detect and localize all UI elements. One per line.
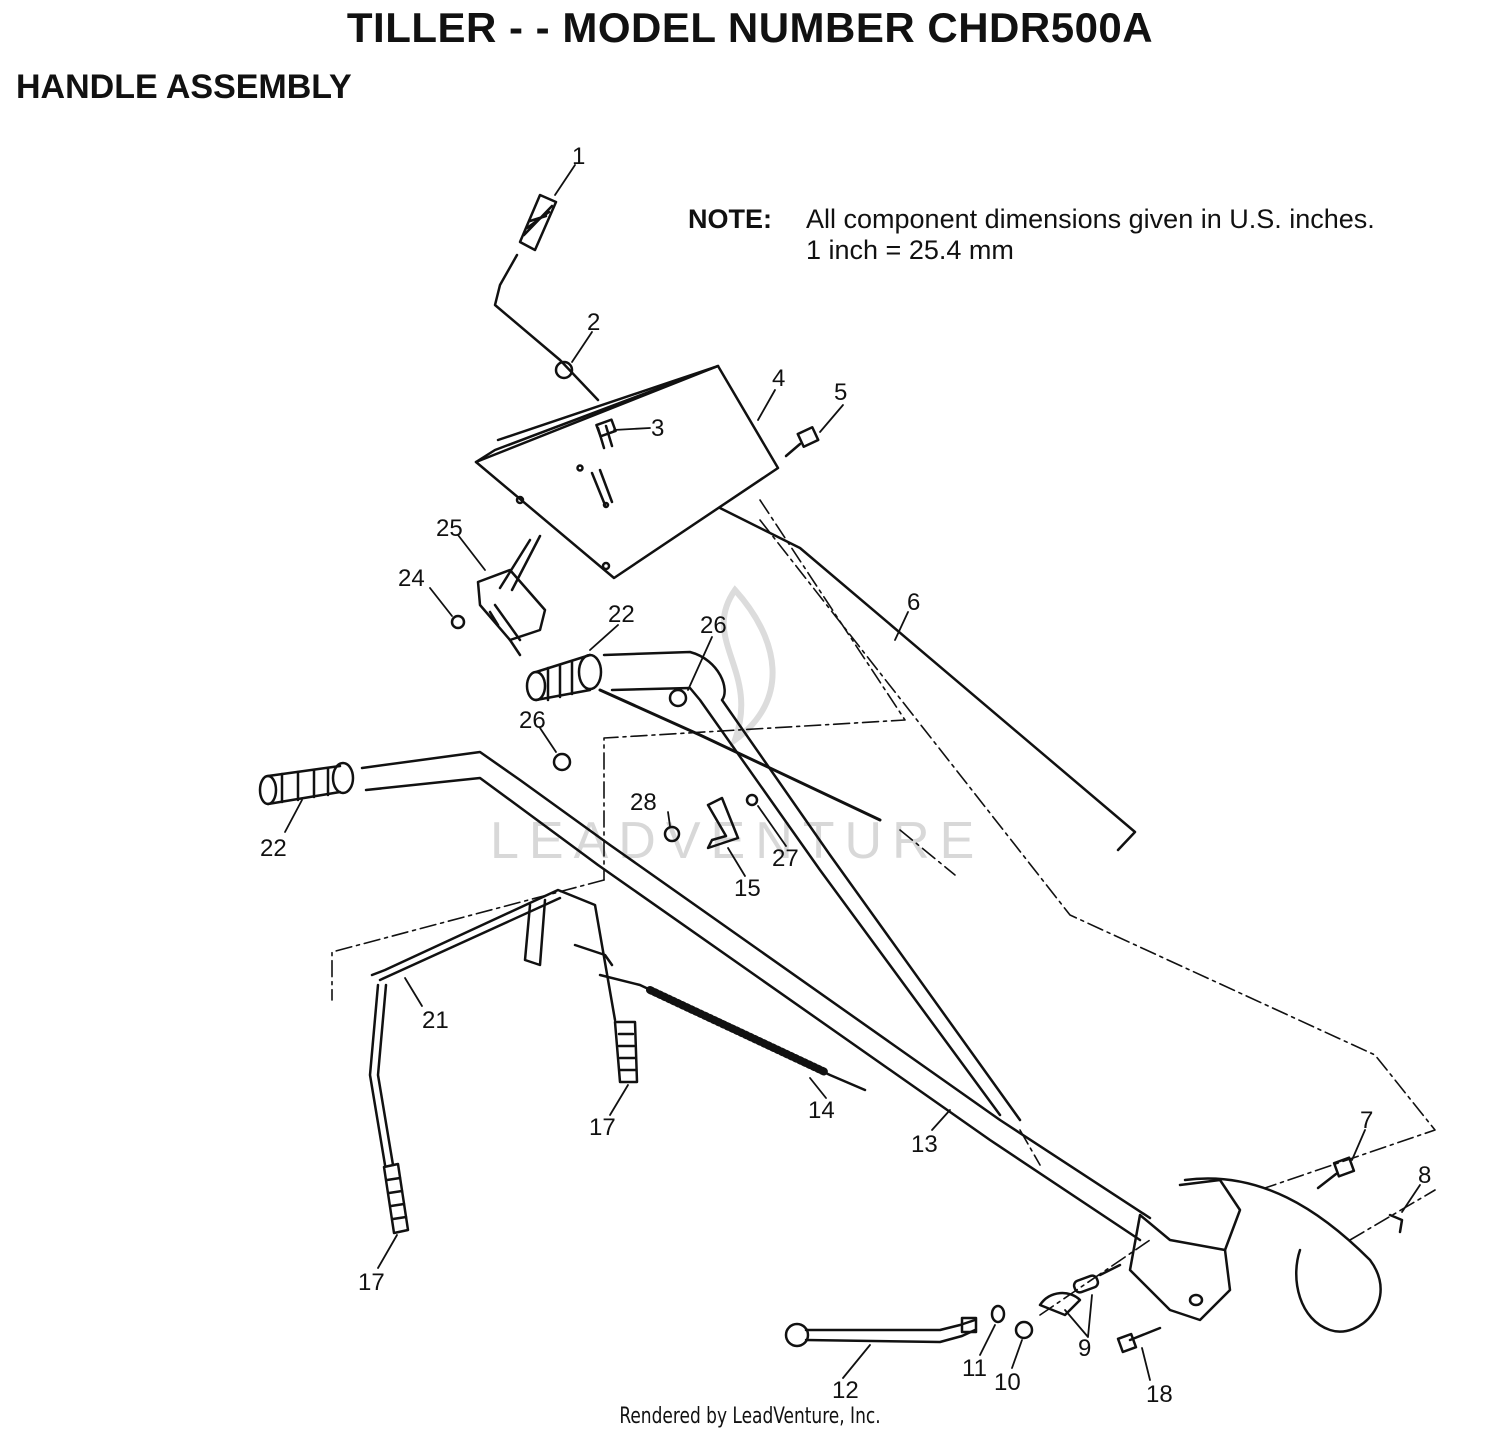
- callout-21: 21: [422, 1007, 449, 1034]
- callout-22-lower: 22: [260, 835, 287, 862]
- callout-26-upper: 26: [700, 612, 727, 639]
- part-7-bolt: [1316, 1156, 1356, 1190]
- part-2-clip: [554, 360, 574, 380]
- part-10-nut: [1014, 1320, 1034, 1340]
- part-17-grip-right: [613, 1020, 639, 1084]
- part-26-upper-nut: [668, 688, 688, 708]
- part-17-grip-left: [382, 1162, 410, 1235]
- footer-credit: Rendered by LeadVenture, Inc.: [619, 1404, 881, 1429]
- section-title: HANDLE ASSEMBLY: [16, 68, 352, 106]
- callout-9: 9: [1078, 1335, 1091, 1362]
- part-1-shift-rod: [493, 193, 600, 402]
- watermark-logo: [720, 585, 776, 749]
- callout-1: 1: [572, 143, 585, 170]
- part-22-lower-grip: [258, 761, 355, 806]
- handle-mount-bracket: [1098, 1177, 1382, 1333]
- callout-7: 7: [1360, 1107, 1373, 1134]
- callout-4: 4: [772, 365, 785, 392]
- callout-labels: 1 2 3 4 5 6 7 8 9 10 11 12 13 14 15 17 1…: [260, 143, 1431, 1408]
- part-11-washer: [990, 1304, 1006, 1324]
- callout-25: 25: [436, 515, 463, 542]
- callout-22-upper: 22: [608, 601, 635, 628]
- part-26-lower-nut: [552, 752, 572, 772]
- callout-8: 8: [1418, 1162, 1431, 1189]
- callout-14: 14: [808, 1097, 835, 1124]
- callout-10: 10: [994, 1369, 1021, 1396]
- part-5-bolt: [784, 426, 820, 458]
- page-title: TILLER - - MODEL NUMBER CHDR500A: [346, 4, 1154, 51]
- callout-28: 28: [630, 789, 657, 816]
- callout-26-lower: 26: [519, 707, 546, 734]
- note-line-1: All component dimensions given in U.S. i…: [806, 204, 1375, 234]
- callout-17-left: 17: [358, 1269, 385, 1296]
- callout-15: 15: [734, 875, 761, 902]
- callout-12: 12: [832, 1377, 859, 1404]
- part-6-rod: [718, 506, 1137, 852]
- part-12-shift-lever: [784, 1316, 978, 1348]
- part-3-bolt: [595, 418, 617, 450]
- construction-lines: [331, 499, 1436, 1316]
- leader-lines: [284, 164, 1421, 1381]
- note-label: NOTE:: [688, 204, 772, 234]
- upper-handle-bar: [602, 650, 1022, 1122]
- part-21-lever: [368, 888, 617, 1167]
- callout-2: 2: [587, 309, 600, 336]
- callout-6: 6: [907, 589, 920, 616]
- note-line-2: 1 inch = 25.4 mm: [806, 235, 1014, 265]
- part-27-washer: [745, 793, 759, 807]
- part-22-upper-grip: [525, 653, 603, 702]
- part-4-cover: [474, 364, 780, 580]
- callout-24: 24: [398, 565, 425, 592]
- part-9-cam: [1038, 1274, 1100, 1317]
- part-24-nut: [450, 614, 466, 630]
- callout-3: 3: [651, 415, 664, 442]
- part-15-bracket: [706, 796, 740, 850]
- callout-17-right: 17: [589, 1114, 616, 1141]
- callout-18: 18: [1146, 1381, 1173, 1408]
- callout-13: 13: [911, 1131, 938, 1158]
- callout-5: 5: [834, 379, 847, 406]
- part-25-bracket: [476, 534, 547, 657]
- part-18-bolt: [1116, 1326, 1162, 1354]
- part-28-nut: [663, 825, 681, 843]
- part-13-handle-bar: [360, 750, 1152, 1242]
- callout-27: 27: [772, 845, 799, 872]
- callout-11: 11: [962, 1355, 987, 1382]
- part-8-pin: [1388, 1213, 1404, 1234]
